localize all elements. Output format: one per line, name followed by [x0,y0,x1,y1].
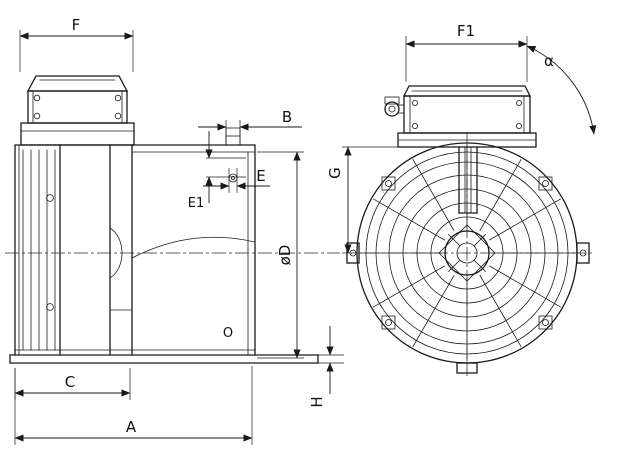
terminal-box-front [384,85,537,148]
dimension-C: C [14,368,131,400]
motor-body [14,127,256,356]
guard-strut [458,146,478,214]
front-view [342,85,594,378]
screw-icon [46,303,54,311]
side-view: O [5,75,340,364]
screw-icon [385,319,392,326]
dimension-A: A [14,366,253,445]
cooling-fins [22,144,61,356]
dim-label-alpha: α [544,52,554,70]
dim-label-O: O [223,326,233,341]
screw-icon [542,180,549,187]
dimension-E1: E1 [188,131,246,211]
dimension-F: F [19,16,134,72]
screw-icon [385,180,392,187]
dimension-E: E [203,167,270,193]
base-plate [9,354,319,364]
dimensions: F B E E1 øD [14,16,597,445]
dim-label-F1: F1 [457,22,475,40]
screw-icon [542,319,549,326]
dimension-G: G [326,146,398,254]
dim-label-H: H [308,396,326,407]
dimension-H: H [308,326,344,408]
cable-gland [384,96,405,117]
dim-label-E1: E1 [188,196,205,211]
dim-label-A: A [126,418,137,436]
dim-label-B: B [282,108,292,126]
terminal-box-side [20,75,135,146]
screw-icon [46,194,54,202]
dimension-diameter-D: øD [257,151,304,359]
dim-label-diameter-D: øD [276,245,294,266]
dimension-alpha: α [526,45,597,135]
dim-label-F: F [72,16,81,34]
dim-label-G: G [326,167,344,179]
dim-label-C: C [65,373,75,391]
dimension-B: B [198,108,302,143]
dim-label-E: E [256,167,265,185]
dimension-F1: F1 [405,22,528,82]
